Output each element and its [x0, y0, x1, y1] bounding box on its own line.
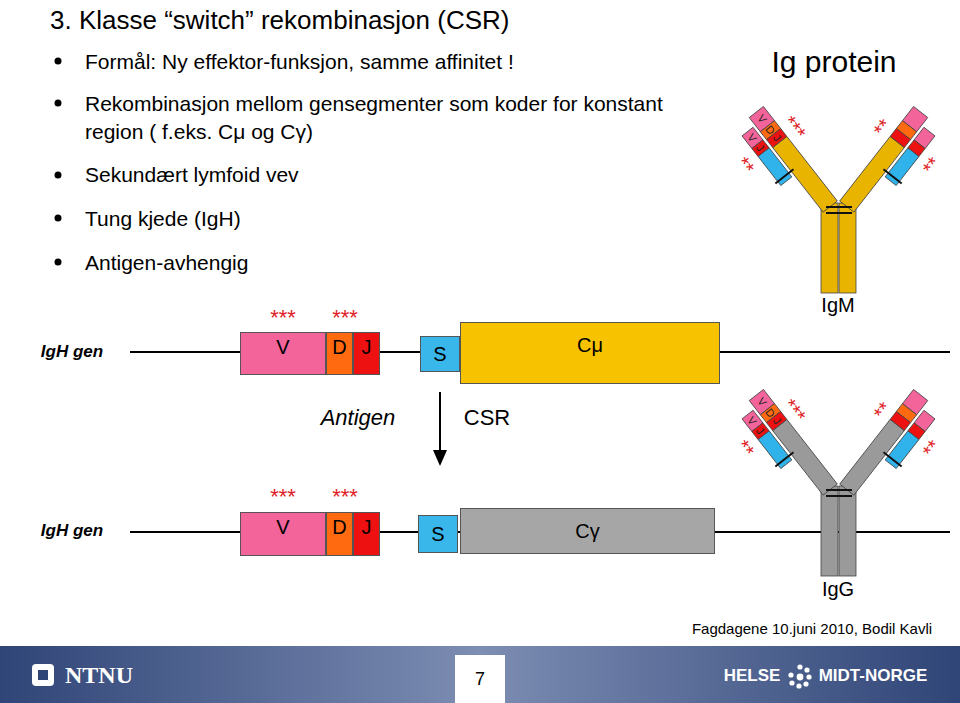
- csr-arrow: [433, 392, 447, 466]
- chain-segment-label: J: [753, 142, 766, 154]
- mutation-marks: **: [869, 398, 897, 424]
- mutation-marks: **: [918, 436, 946, 462]
- segment-label: J: [362, 336, 372, 358]
- chain-segment-label: V: [745, 131, 759, 145]
- segment-label: Cγ: [575, 520, 599, 542]
- bullet-text: Antigen-avhengig: [85, 249, 248, 277]
- segment-label: S: [431, 523, 444, 545]
- igg-molecule: [733, 389, 943, 576]
- helse-icon: [788, 664, 811, 688]
- constant-gamma: Cγ: [460, 508, 715, 554]
- mutation-marks: **: [731, 436, 759, 462]
- bullet-dots: [55, 58, 62, 266]
- slide-title: 3. Klasse “switch” rekombinasjon (CSR): [50, 6, 509, 36]
- bullet-text: Tung kjede (IgH): [85, 205, 241, 233]
- bullet-text: Formål: Ny effektor-funksjon, samme affi…: [85, 48, 514, 76]
- j-segment: J: [353, 332, 380, 375]
- mutation-marks: ***: [332, 484, 358, 509]
- chain-segment-label: J: [770, 132, 783, 144]
- d-segment: D: [326, 332, 353, 375]
- mutation-marks: ***: [270, 484, 296, 509]
- bullet-text: Sekundært lymfoid vev: [85, 161, 299, 189]
- molecule-name: IgG: [822, 578, 854, 601]
- j-segment: J: [353, 512, 380, 556]
- arrow-label: Antigen: [321, 405, 396, 430]
- segment-label: J: [362, 516, 372, 538]
- segment-label: V: [276, 516, 289, 538]
- page-box: [455, 655, 505, 703]
- chain-segment-label: V: [755, 395, 769, 409]
- segment-label: D: [332, 336, 346, 358]
- v-segment: V: [240, 332, 326, 375]
- logo-text: NTNU: [65, 662, 133, 690]
- mutation-marks: ***: [778, 395, 811, 428]
- segment-label: Cμ: [577, 334, 603, 356]
- segment-label: V: [276, 336, 289, 358]
- chain-segment-label: J: [753, 425, 766, 437]
- molecule-name: IgM: [821, 294, 854, 317]
- igm-molecule: [733, 106, 943, 293]
- footer-note: Fagdagene 10.juni 2010, Bodil Kavli: [692, 620, 932, 637]
- ntnu-icon: [32, 664, 54, 686]
- switch-region: S: [418, 515, 458, 553]
- footer-band: [0, 646, 960, 703]
- page-number: 7: [475, 669, 485, 690]
- arrow-label: CSR: [464, 405, 510, 430]
- mutation-marks: **: [869, 115, 897, 141]
- v-segment: V: [240, 512, 326, 556]
- mutation-marks: ***: [332, 305, 358, 330]
- segment-label: S: [433, 343, 446, 365]
- segment-label: D: [332, 516, 346, 538]
- gene-name: IgH gen: [41, 342, 103, 362]
- gene-name: IgH gen: [41, 521, 103, 541]
- d-segment: D: [326, 512, 353, 556]
- chain-segment-label: J: [770, 415, 783, 427]
- mutation-marks: **: [918, 153, 946, 179]
- constant-mu: Cμ: [460, 322, 720, 384]
- mutation-marks: **: [731, 153, 759, 179]
- mutation-marks: ***: [270, 305, 296, 330]
- chain-segment-label: V: [755, 112, 769, 126]
- logo-text: MIDT-NORGE: [819, 666, 928, 686]
- mutation-marks: ***: [778, 112, 811, 145]
- chain-segment-label: V: [745, 414, 759, 428]
- bullet-text: Rekombinasjon mellom gensegmenter som ko…: [85, 90, 685, 146]
- switch-region: S: [420, 336, 460, 372]
- logo-text: HELSE: [724, 666, 781, 686]
- panel-heading: Ig protein: [771, 45, 896, 80]
